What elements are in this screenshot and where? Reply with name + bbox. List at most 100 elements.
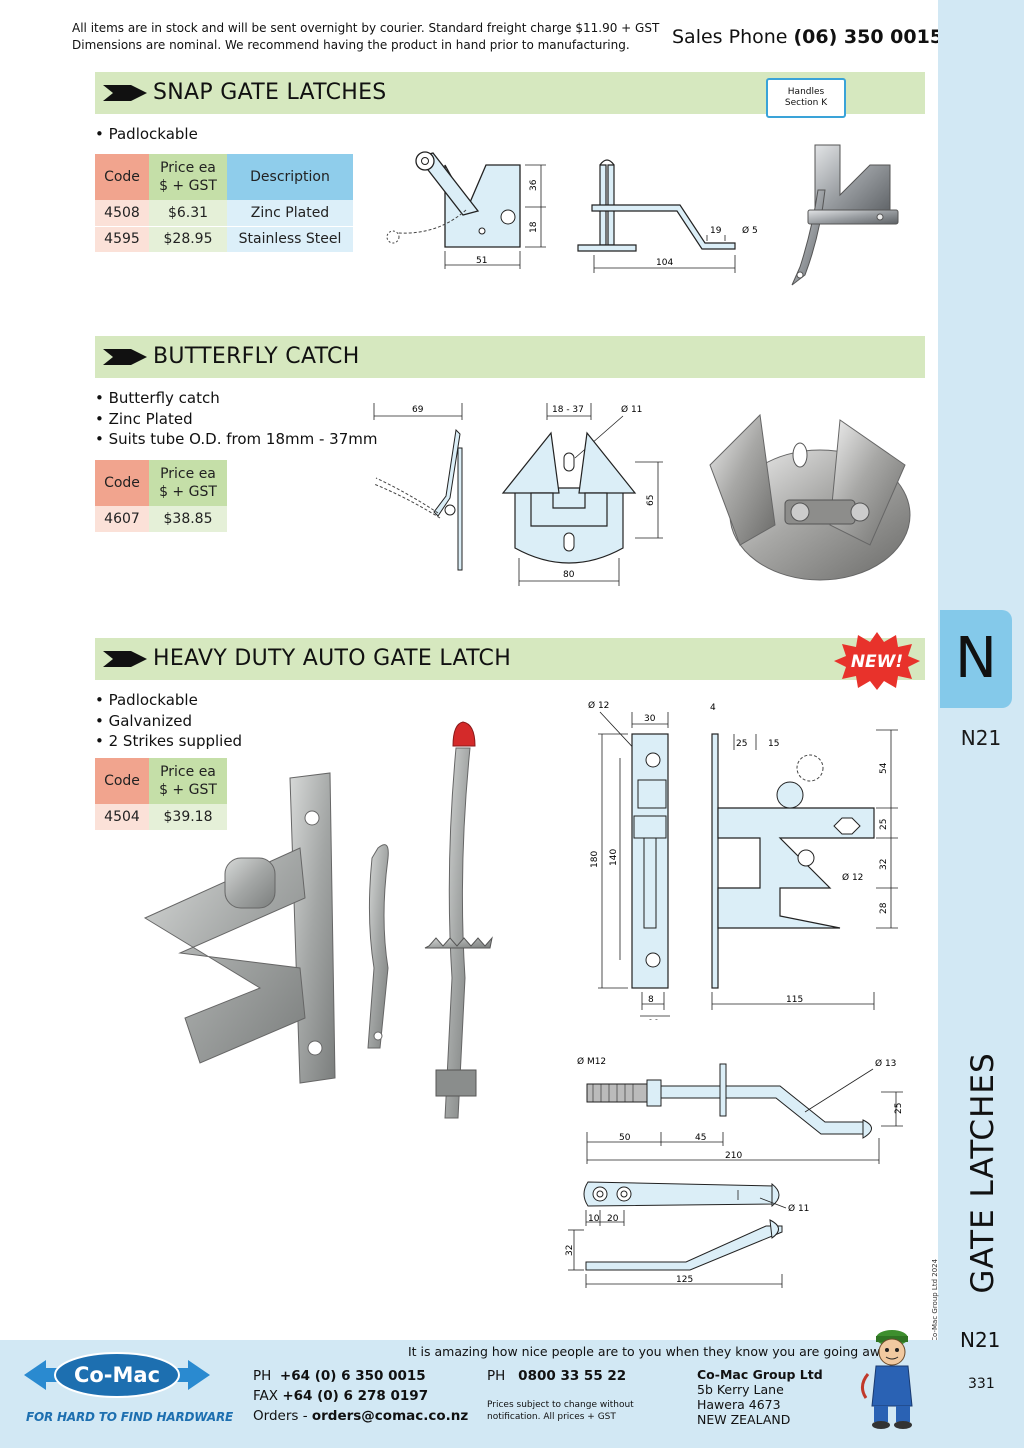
bullet-item: • Zinc Plated xyxy=(95,409,193,428)
section-bar-heavy: HEAVY DUTY AUTO GATE LATCH xyxy=(95,638,925,680)
header-code: Code xyxy=(95,758,149,804)
cell-code: 4607 xyxy=(95,506,149,532)
new-badge: NEW! xyxy=(834,632,920,690)
bullet-item: • 2 Strikes supplied xyxy=(95,732,243,750)
arrow-icon xyxy=(103,85,147,101)
arrow-icon xyxy=(103,651,147,667)
dim-25c: 25 xyxy=(894,1103,904,1114)
dim-210: 210 xyxy=(725,1151,742,1161)
dim-115: 115 xyxy=(786,995,803,1005)
heavy-duty-plate-drawing: Ø 12 30 4 180 140 8 19 Ø 12 25 15 54 25 … xyxy=(588,700,898,1020)
dim-140: 140 xyxy=(609,849,619,866)
dim-50: 50 xyxy=(619,1133,631,1143)
header-price: Price ea$ + GST xyxy=(149,154,227,200)
badge-line-2: Section K xyxy=(784,98,828,108)
footer-freephone-number[interactable]: 0800 33 55 22 xyxy=(518,1368,627,1384)
dim-4: 4 xyxy=(710,703,716,713)
price-table-snap: Code Price ea$ + GST Description 4508 $6… xyxy=(95,154,353,252)
header-price: Price ea$ + GST xyxy=(149,758,227,804)
section-bar-butterfly: BUTTERFLY CATCH xyxy=(95,336,925,378)
new-label: NEW! xyxy=(851,652,903,672)
cell-description: Zinc Plated xyxy=(227,200,353,226)
header-description: Description xyxy=(227,154,353,200)
dim-10: 10 xyxy=(588,1214,600,1224)
mascot-icon xyxy=(861,1330,913,1429)
section-tab-code: N21 xyxy=(960,726,1002,750)
dim-54: 54 xyxy=(879,762,889,774)
dim-phi12-top: Ø 12 xyxy=(588,700,609,711)
dim-25b: 25 xyxy=(879,819,889,830)
price-table-heavy: Code Price ea$ + GST 4504 $39.18 xyxy=(95,758,227,830)
butterfly-catch-photo xyxy=(709,413,911,581)
bullet-item: • Suits tube O.D. from 18mm - 37mm xyxy=(95,430,378,448)
dim-phi5: Ø 5 xyxy=(742,225,758,236)
notice-line-2: Dimensions are nominal. We recommend hav… xyxy=(72,38,630,52)
table-row: 4595 $28.95 Stainless Steel xyxy=(95,225,353,252)
heavy-duty-strike-drawing: Ø 11 10 20 32 125 xyxy=(565,1181,809,1288)
cell-price: $39.18 xyxy=(149,804,227,830)
table-row: 4504 $39.18 xyxy=(95,804,227,830)
sales-phone: Sales Phone(06) 350 0015 xyxy=(672,26,943,48)
cell-description: Stainless Steel xyxy=(227,225,353,252)
cell-code: 4504 xyxy=(95,804,149,830)
dim-51: 51 xyxy=(476,256,487,266)
dim-19: 19 xyxy=(648,1019,660,1020)
cell-code: 4595 xyxy=(95,225,149,252)
dim-m12: Ø M12 xyxy=(577,1056,606,1067)
logo-text: Co-Mac xyxy=(74,1363,160,1387)
butterfly-side-drawing: 69 xyxy=(373,403,463,571)
bullet-item: • Galvanized xyxy=(95,711,192,730)
snap-latch-front-drawing: 36 18 51 xyxy=(386,151,546,269)
cell-price: $28.95 xyxy=(149,225,227,252)
header-notice: All items are in stock and will be sent … xyxy=(72,20,659,54)
dim-65: 65 xyxy=(646,495,656,506)
footer-price-note: Prices subject to change without notific… xyxy=(487,1400,634,1422)
section-tab-letter[interactable]: N xyxy=(940,610,1012,708)
footer-contact: PH +64 (0) 6 350 0015 FAX +64 (0) 6 278 … xyxy=(253,1368,469,1424)
page-number: 331 xyxy=(968,1376,995,1392)
footer-orders-email[interactable]: orders@comac.co.nz xyxy=(311,1408,469,1424)
heavy-duty-bolt-drawing: Ø M12 Ø 13 25 50 45 210 xyxy=(577,1056,904,1164)
company-name: Co-Mac Group Ltd xyxy=(697,1367,823,1382)
price-table-butterfly: Code Price ea$ + GST 4607 $38.85 xyxy=(95,460,227,532)
dim-32b: 32 xyxy=(565,1245,575,1256)
dim-28: 28 xyxy=(879,902,889,914)
section-title: BUTTERFLY CATCH xyxy=(153,344,360,369)
footer-address: Co-Mac Group Ltd 5b Kerry Lane Hawera 46… xyxy=(697,1367,823,1427)
comac-logo: Co-Mac xyxy=(24,1352,210,1398)
bullet-item: • Padlockable xyxy=(95,125,198,143)
dim-45: 45 xyxy=(695,1133,706,1143)
section-title: SNAP GATE LATCHES xyxy=(153,80,387,105)
snap-latch-photo xyxy=(791,144,899,286)
bullet-item: • Padlockable xyxy=(95,691,198,709)
butterfly-front-drawing: 18 - 37 Ø 11 65 80 xyxy=(501,403,663,586)
handles-section-link[interactable]: Handles Section K xyxy=(766,78,846,118)
table-row: 4508 $6.31 Zinc Plated xyxy=(95,200,353,226)
dim-30: 30 xyxy=(644,714,656,724)
dim-phi11-strike: Ø 11 xyxy=(788,1203,809,1214)
footer-quote: It is amazing how nice people are to you… xyxy=(408,1344,898,1359)
dim-36: 36 xyxy=(529,179,539,191)
dim-25a: 25 xyxy=(736,739,747,749)
header-code: Code xyxy=(95,460,149,506)
cell-price: $6.31 xyxy=(149,200,227,226)
dim-18-37: 18 - 37 xyxy=(552,405,584,415)
dim-20: 20 xyxy=(607,1214,619,1224)
dim-18: 18 xyxy=(529,221,539,233)
bullet-item: • Butterfly catch xyxy=(95,389,220,407)
badge-line-1: Handles xyxy=(787,87,825,97)
dim-8: 8 xyxy=(648,995,654,1005)
notice-line-1: All items are in stock and will be sent … xyxy=(72,21,660,35)
dim-80: 80 xyxy=(563,570,575,580)
arrow-icon xyxy=(103,349,147,365)
footer-fax: +64 (0) 6 278 0197 xyxy=(282,1388,429,1404)
footer-phone[interactable]: +64 (0) 6 350 0015 xyxy=(279,1368,426,1384)
cell-code: 4508 xyxy=(95,200,149,226)
dim-32: 32 xyxy=(879,859,889,870)
footer-page-code: N21 xyxy=(960,1328,1001,1352)
dim-69: 69 xyxy=(412,405,424,415)
sales-phone-label: Sales Phone xyxy=(672,26,788,48)
bullet-list: • Padlockable • Galvanized • 2 Strikes s… xyxy=(95,690,242,752)
header-price: Price ea$ + GST xyxy=(149,460,227,506)
section-title: HEAVY DUTY AUTO GATE LATCH xyxy=(153,646,512,671)
